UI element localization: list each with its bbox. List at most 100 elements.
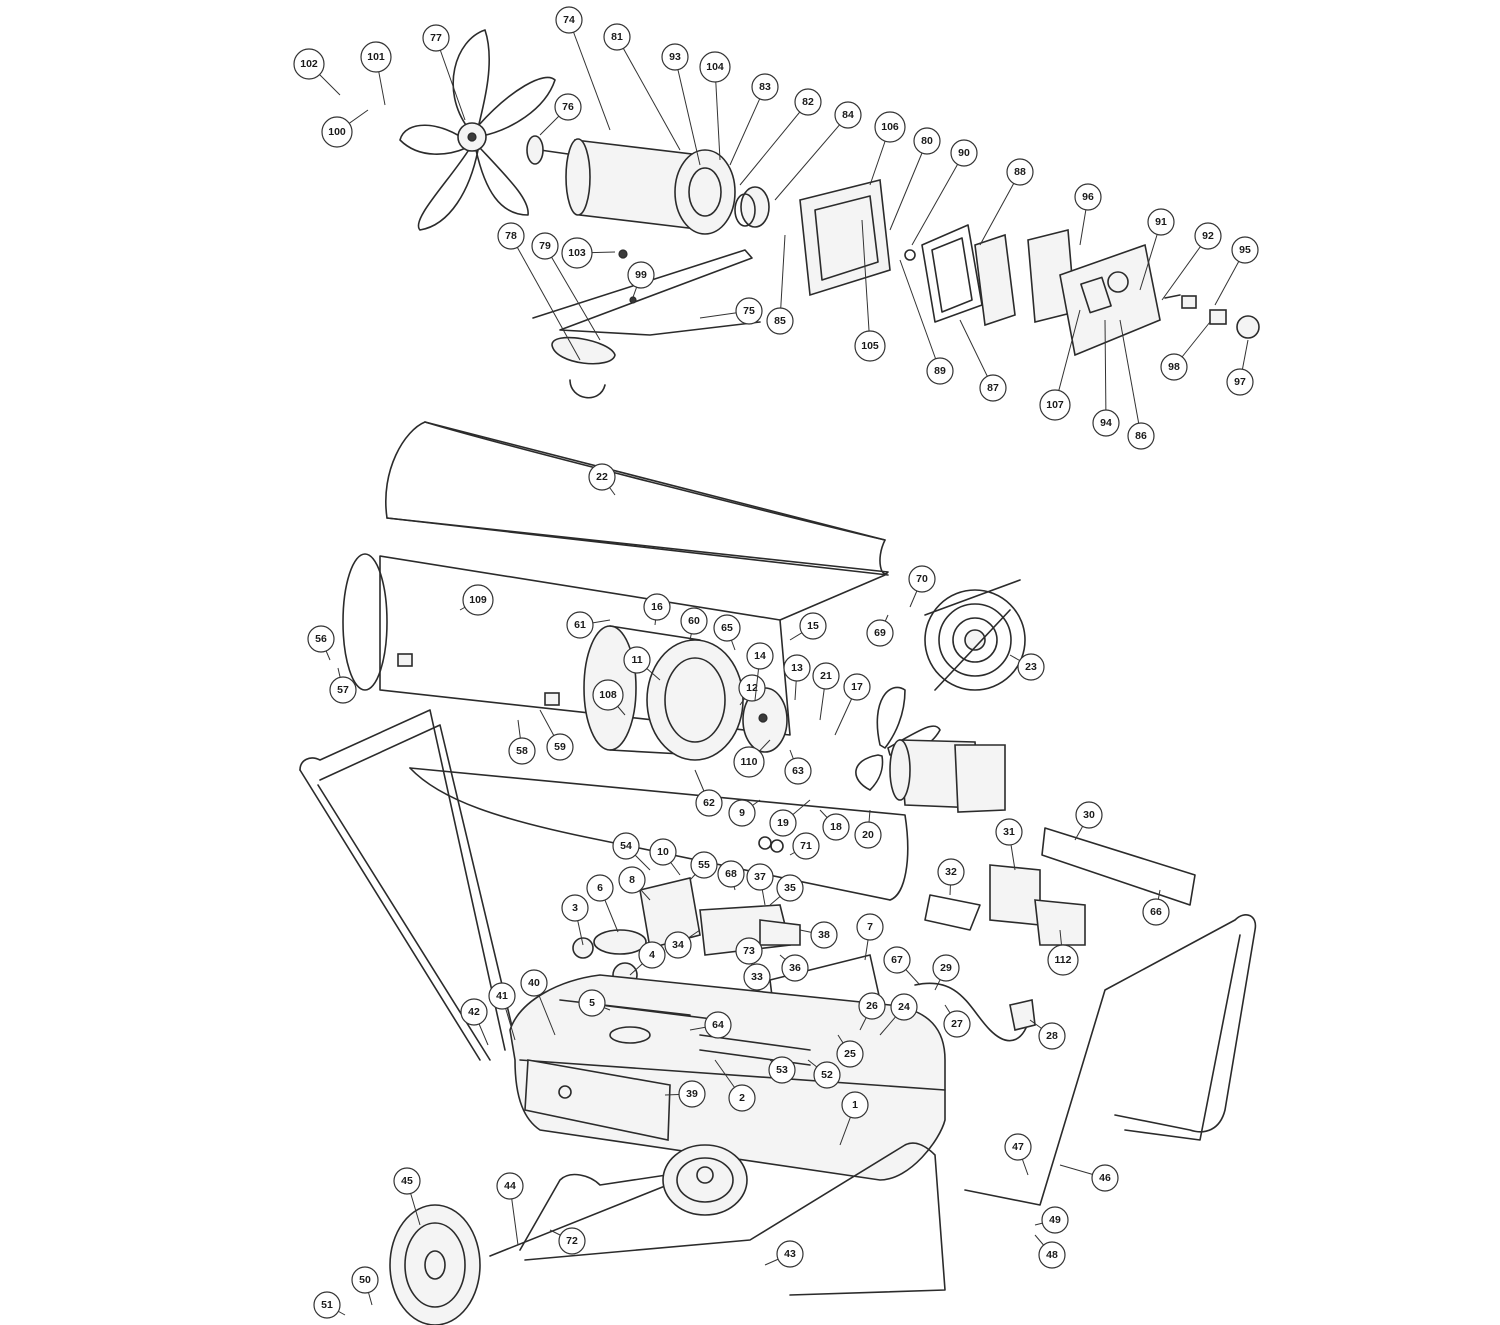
callout-number: 83 bbox=[759, 81, 771, 93]
callout-bubble bbox=[623, 646, 651, 674]
callout-bubble bbox=[661, 43, 689, 71]
callout-number: 76 bbox=[562, 101, 574, 113]
callout-number: 7 bbox=[867, 921, 873, 933]
callout-bubble bbox=[1091, 1164, 1119, 1192]
callout-number: 2 bbox=[739, 1092, 745, 1104]
callout-bubble bbox=[588, 463, 616, 491]
callout-number: 52 bbox=[821, 1069, 833, 1081]
callout-21: 21 bbox=[812, 662, 840, 690]
callout-81: 81 bbox=[603, 23, 631, 51]
callout-number: 94 bbox=[1100, 417, 1112, 429]
callout-number: 97 bbox=[1234, 376, 1246, 388]
callout-number: 87 bbox=[987, 382, 999, 394]
callout-bubble bbox=[496, 1172, 524, 1200]
callout-number: 100 bbox=[328, 126, 346, 138]
callout-number: 64 bbox=[712, 1019, 724, 1031]
rear-frame bbox=[964, 914, 1257, 1206]
callout-15: 15 bbox=[799, 612, 827, 640]
callout-6: 6 bbox=[586, 874, 614, 902]
callout-108: 108 bbox=[592, 679, 624, 711]
callout-65: 65 bbox=[713, 614, 741, 642]
callout-34: 34 bbox=[664, 931, 692, 959]
callout-72: 72 bbox=[558, 1227, 586, 1255]
callout-bubble bbox=[393, 1167, 421, 1195]
callout-bubble bbox=[554, 93, 582, 121]
motor-bracket bbox=[532, 249, 761, 399]
callout-44: 44 bbox=[496, 1172, 524, 1200]
callout-number: 4 bbox=[649, 949, 655, 961]
callout-14: 14 bbox=[746, 642, 774, 670]
callout-10: 10 bbox=[649, 838, 677, 866]
callout-bubble bbox=[776, 874, 804, 902]
callout-number: 25 bbox=[844, 1048, 856, 1060]
callout-number: 99 bbox=[635, 269, 647, 281]
callout-49: 49 bbox=[1041, 1206, 1069, 1234]
callout-number: 42 bbox=[468, 1006, 480, 1018]
callout-number: 71 bbox=[800, 840, 812, 852]
callout-bubble bbox=[546, 733, 574, 761]
callout-number: 6 bbox=[597, 882, 603, 894]
callout-number: 89 bbox=[934, 365, 946, 377]
callout-number: 34 bbox=[672, 939, 684, 951]
callout-97: 97 bbox=[1226, 368, 1254, 396]
callout-bubble bbox=[488, 982, 516, 1010]
callout-23: 23 bbox=[1017, 653, 1045, 681]
outer-cylinder bbox=[342, 553, 791, 736]
callout-bubble bbox=[743, 963, 771, 991]
callout-bubble bbox=[728, 799, 756, 827]
callout-number: 79 bbox=[539, 240, 551, 252]
callout-bubble bbox=[783, 654, 811, 682]
callout-number: 46 bbox=[1099, 1172, 1111, 1184]
callout-bubble bbox=[612, 832, 640, 860]
leader-line-77 bbox=[435, 37, 466, 121]
callout-1: 1 bbox=[841, 1091, 869, 1119]
callout-26: 26 bbox=[858, 992, 886, 1020]
callout-number: 59 bbox=[554, 741, 566, 753]
callout-number: 39 bbox=[686, 1088, 698, 1100]
callout-24: 24 bbox=[890, 993, 918, 1021]
leader-line-86 bbox=[1119, 319, 1142, 437]
callout-number: 30 bbox=[1083, 809, 1095, 821]
callout-35: 35 bbox=[776, 874, 804, 902]
callout-bubble bbox=[1231, 236, 1259, 264]
leader-line-82 bbox=[739, 101, 809, 186]
callout-number: 108 bbox=[599, 689, 617, 701]
callout-bubble bbox=[913, 127, 941, 155]
callout-number: 61 bbox=[574, 619, 586, 631]
callout-bubble bbox=[769, 809, 797, 837]
callout-number: 101 bbox=[367, 51, 385, 63]
callout-110: 110 bbox=[733, 746, 765, 778]
callout-number: 32 bbox=[945, 866, 957, 878]
callout-39: 39 bbox=[678, 1080, 706, 1108]
callout-number: 16 bbox=[651, 601, 663, 613]
callout-7: 7 bbox=[856, 913, 884, 941]
callout-85: 85 bbox=[766, 307, 794, 335]
callout-66: 66 bbox=[1142, 898, 1170, 926]
callout-bubble bbox=[926, 357, 954, 385]
callout-87: 87 bbox=[979, 374, 1007, 402]
callout-28: 28 bbox=[1038, 1022, 1066, 1050]
callout-63: 63 bbox=[784, 757, 812, 785]
callout-bubble bbox=[874, 111, 906, 143]
callout-bubble bbox=[810, 921, 838, 949]
callout-number: 11 bbox=[631, 654, 642, 666]
callout-number: 44 bbox=[504, 1180, 516, 1192]
callout-number: 22 bbox=[596, 471, 608, 483]
callout-number: 14 bbox=[754, 650, 766, 662]
leader-line-93 bbox=[674, 56, 701, 166]
callout-bubble bbox=[627, 261, 655, 289]
callout-number: 29 bbox=[940, 962, 952, 974]
callout-number: 54 bbox=[620, 840, 632, 852]
callout-bubble bbox=[841, 1091, 869, 1119]
callout-bubble bbox=[995, 818, 1023, 846]
frame-handle bbox=[299, 709, 521, 1061]
electrical-panel bbox=[914, 827, 1196, 1042]
callout-bubble bbox=[1092, 409, 1120, 437]
callout-bubble bbox=[618, 866, 646, 894]
callout-bubble bbox=[866, 619, 894, 647]
callout-number: 36 bbox=[789, 962, 801, 974]
pump-plate bbox=[799, 179, 891, 297]
callout-number: 12 bbox=[746, 682, 758, 694]
callout-12: 12 bbox=[738, 674, 766, 702]
callout-number: 93 bbox=[669, 51, 681, 63]
